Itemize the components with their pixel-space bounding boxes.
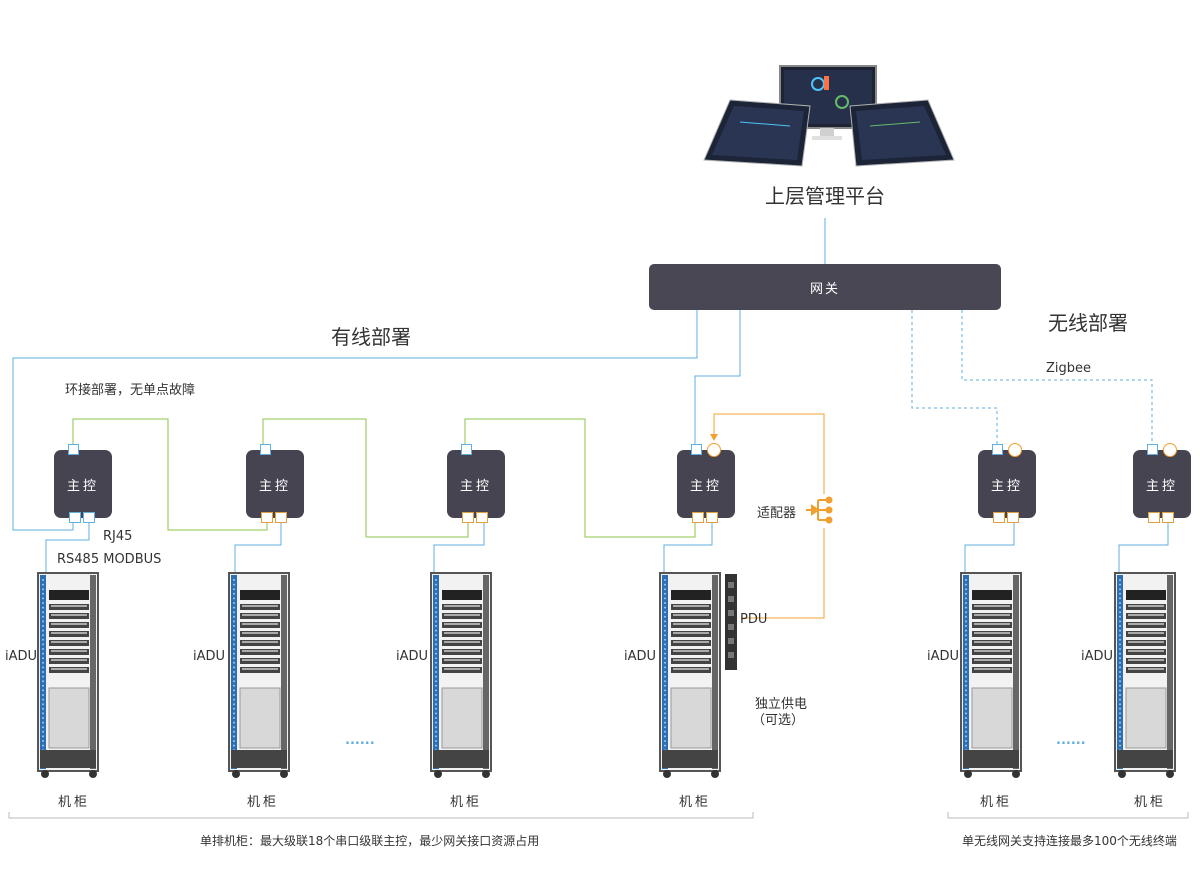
ring-link-1-2 [72, 418, 268, 531]
controller-bottom-port [275, 512, 287, 523]
ring-link-2-3 [262, 418, 469, 538]
cabinet-label: 机柜 [247, 795, 280, 810]
ctrl-cab-2 [234, 518, 282, 575]
adapter-label: 适配器 [757, 506, 797, 521]
controller-bottom-port [69, 512, 81, 523]
controller-label: 主控 [258, 478, 291, 494]
cabinet-label: 机柜 [450, 795, 483, 810]
ctrl-cab-4 [663, 518, 713, 575]
cabinet-6-rack-icon [1114, 572, 1176, 778]
ctrl-cab-1 [45, 518, 90, 575]
iadu-label: iADU [5, 649, 38, 664]
ctrl-cab-3 [433, 518, 485, 575]
iadu-label: iADU [396, 649, 429, 664]
pdu-label: PDU [740, 612, 768, 627]
gateway-box[interactable]: 网关 [649, 264, 1001, 310]
cabinet-1-rack-icon [37, 572, 99, 778]
controller-bottom-port [706, 512, 718, 523]
wired-link-controller-1 [12, 310, 698, 531]
iadu-label: iADU [1081, 649, 1114, 664]
controller-label: 主控 [689, 478, 722, 494]
cabinet-5-rack-icon [960, 572, 1022, 778]
controller-label: 主控 [66, 478, 99, 494]
controller-power-port [1163, 443, 1177, 457]
power-to-controller [713, 413, 825, 494]
wired-section-title: 有线部署 [331, 325, 411, 349]
iadu-label: iADU [193, 649, 226, 664]
controller-bottom-port [1148, 512, 1160, 523]
controller-bottom-port [1007, 512, 1019, 523]
rj45-label: RJ45 [103, 529, 133, 544]
power-note-line1: 独立供电 [755, 697, 808, 712]
ellipsis-wireless: ...... [1056, 733, 1086, 748]
cabinet-label: 机柜 [1134, 795, 1167, 810]
cabinet-2-rack-icon [228, 572, 290, 778]
controller-4[interactable]: 主控 [677, 450, 735, 518]
footer-bracket-wired [8, 812, 754, 819]
iadu-label: iADU [624, 649, 657, 664]
power-to-pdu [741, 528, 825, 619]
controller-power-port [707, 443, 721, 457]
controller-label: 主控 [990, 478, 1023, 494]
controller-5[interactable]: 主控 [978, 450, 1036, 518]
controller-3[interactable]: 主控 [447, 450, 505, 518]
controller-top-port [461, 444, 472, 455]
controller-top-port [691, 444, 702, 455]
controller-top-port [68, 444, 79, 455]
ctrl-cab-5 [964, 518, 1015, 575]
controller-top-port [992, 444, 1003, 455]
controller-power-port [1008, 443, 1022, 457]
ring-note: 环接部署，无单点故障 [65, 383, 196, 398]
power-arrow [710, 434, 718, 441]
controller-2[interactable]: 主控 [246, 450, 304, 518]
power-note-line2: （可选） [752, 713, 805, 728]
ellipsis-wired: ...... [345, 733, 375, 748]
cabinet-label: 机柜 [980, 795, 1013, 810]
ring-link-3-4 [464, 418, 696, 538]
management-platform-screens-icon [703, 65, 955, 167]
footer-bracket-wireless [947, 812, 1189, 819]
wireless-link-2 [961, 310, 1153, 448]
controller-bottom-port [462, 512, 474, 523]
cabinet-4-rack-icon [659, 572, 737, 778]
cabinet-label: 机柜 [679, 795, 712, 810]
rs485-label: RS485 MODBUS [57, 552, 162, 567]
controller-bottom-port [83, 512, 95, 523]
controller-bottom-port [1162, 512, 1174, 523]
controller-top-port [260, 444, 271, 455]
cabinet-3-rack-icon [430, 572, 492, 778]
controller-bottom-port [261, 512, 273, 523]
controller-top-port [1147, 444, 1158, 455]
adapter-icon [806, 496, 833, 524]
footer-wired-note: 单排机柜：最大级联18个串口级联主控，最少网关接口资源占用 [200, 834, 540, 848]
wired-link-controller-4 [694, 310, 741, 448]
footer-wireless-note: 单无线网关支持连接最多100个无线终端 [962, 834, 1177, 848]
ctrl-cab-6 [1118, 518, 1169, 575]
controller-1[interactable]: 主控 [54, 450, 112, 518]
controller-6[interactable]: 主控 [1133, 450, 1191, 518]
iadu-label: iADU [927, 649, 960, 664]
controller-bottom-port [692, 512, 704, 523]
zigbee-label: Zigbee [1046, 361, 1092, 376]
gateway-label: 网关 [809, 281, 840, 297]
controller-label: 主控 [459, 478, 492, 494]
platform-title: 上层管理平台 [765, 184, 885, 208]
wireless-section-title: 无线部署 [1048, 311, 1128, 335]
wireless-link-1 [911, 310, 998, 448]
controller-bottom-port [993, 512, 1005, 523]
controller-bottom-port [476, 512, 488, 523]
controller-label: 主控 [1145, 478, 1178, 494]
cabinet-label: 机柜 [58, 795, 91, 810]
